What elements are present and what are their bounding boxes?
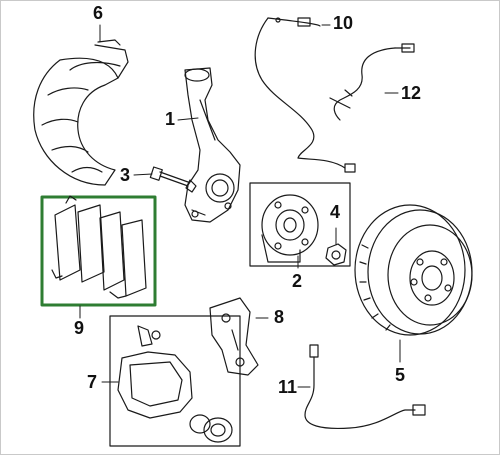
callout-11: 11 — [278, 377, 298, 397]
harness-10-part[interactable] — [254, 17, 356, 173]
knuckle-part[interactable] — [184, 67, 241, 223]
callout-7: 7 — [87, 372, 98, 392]
callout-6: 6 — [93, 3, 104, 23]
callout-8: 8 — [274, 307, 285, 327]
brake-rotor-part[interactable] — [354, 204, 473, 336]
leader-lines — [79, 24, 401, 388]
callout-1: 1 — [165, 109, 176, 129]
callout-4: 4 — [330, 202, 341, 222]
sensor-11-part[interactable] — [304, 344, 426, 430]
callout-3: 3 — [120, 165, 131, 185]
brake-pads-part[interactable] — [40, 195, 157, 307]
callout-9: 9 — [74, 318, 85, 338]
callout-12: 12 — [401, 83, 422, 103]
caliper-part[interactable] — [109, 315, 241, 447]
caliper-bracket-part[interactable] — [209, 297, 259, 376]
wear-sensor-12-part[interactable] — [329, 43, 415, 121]
hub-assembly-part[interactable] — [249, 182, 351, 267]
callout-2: 2 — [292, 271, 303, 291]
hub-nut-part[interactable] — [325, 243, 347, 266]
callout-5: 5 — [395, 365, 406, 385]
dust-shield-part[interactable] — [33, 39, 129, 186]
bolt-part[interactable] — [149, 166, 197, 193]
callout-10: 10 — [333, 13, 354, 33]
